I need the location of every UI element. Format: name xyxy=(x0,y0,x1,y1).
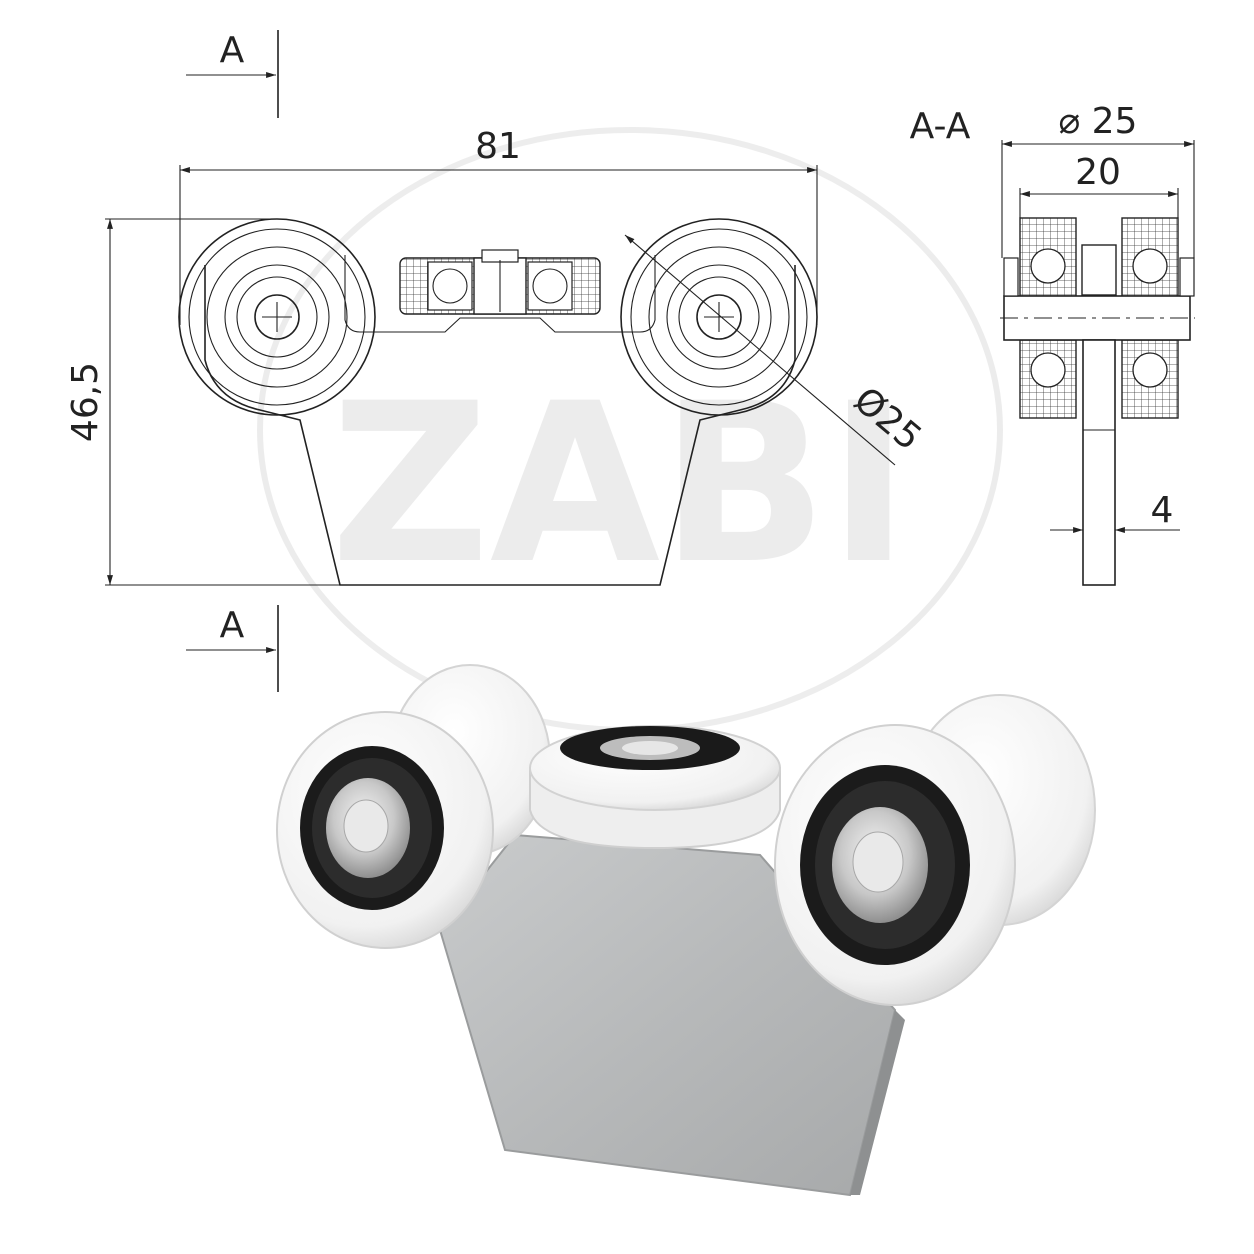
section-view: A-A ⌀ 25 20 4 xyxy=(910,101,1195,586)
product-photo xyxy=(276,664,1096,1197)
dim-section-diameter-label: ⌀ 25 xyxy=(1059,101,1138,142)
dim-height-label: 46,5 xyxy=(65,362,106,442)
section-marker-bottom: A xyxy=(220,605,245,646)
section-title: A-A xyxy=(910,106,971,147)
right-wheel-front xyxy=(620,218,818,416)
dim-section-width-label: 20 xyxy=(1075,152,1121,193)
center-wheel-section xyxy=(399,249,601,315)
section-marker-top: A xyxy=(220,30,245,71)
right-wheel-photo xyxy=(774,724,1016,1006)
dim-plate-thickness-label: 4 xyxy=(1151,490,1174,531)
left-wheel-photo xyxy=(276,711,494,949)
left-wheel-front xyxy=(178,218,376,416)
center-wheel-photo xyxy=(529,725,781,850)
watermark-text: ZABI xyxy=(330,356,909,612)
dim-width-label: 81 xyxy=(475,126,521,167)
